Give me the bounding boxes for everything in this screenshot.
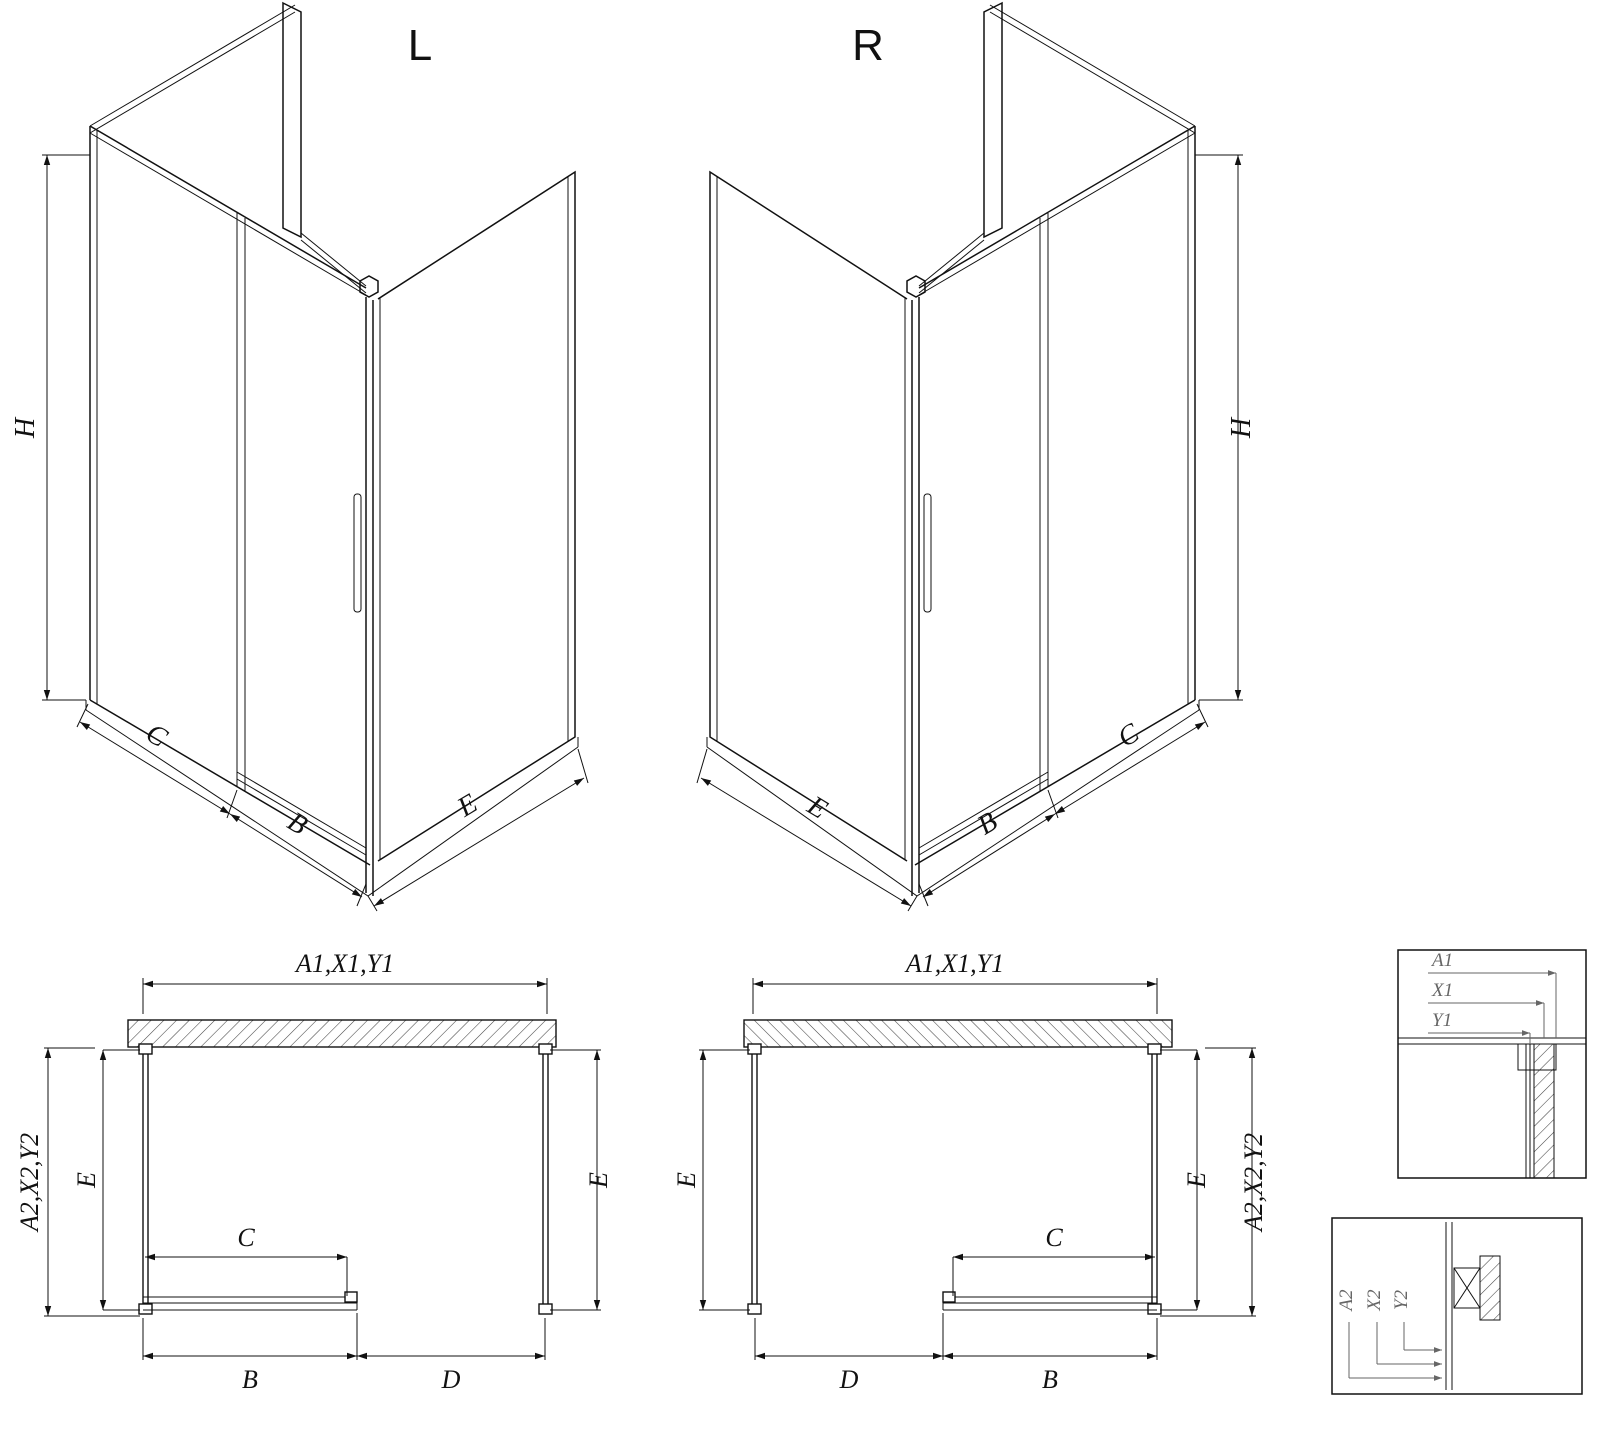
plan-view-left: A1,X1,Y1 A2,X2,Y2 E E C B D (15, 949, 613, 1394)
dim-label-e-left: E (451, 788, 482, 824)
detail-top-profile (1517, 1043, 1557, 1071)
plan-view-right: A1,X1,Y1 E E A2,X2,Y2 C D B (672, 949, 1268, 1394)
detail-bottom-label-y2: Y2 (1391, 1289, 1412, 1310)
iso-view-left: L H C B E (10, 3, 588, 911)
detail-top-label-x1: X1 (1431, 980, 1453, 1001)
plan-dim-e2-right: E (1182, 1172, 1211, 1189)
plan-dim-depth-outer-right: A2,X2,Y2 (1239, 1133, 1268, 1233)
plan-dim-e2-left: E (584, 1172, 613, 1189)
dim-label-b-right: B (972, 806, 1003, 841)
plan-dim-e1-left: E (72, 1172, 101, 1189)
plan-dim-b-left: B (242, 1365, 258, 1394)
detail-view-top: A1 X1 Y1 (1397, 949, 1587, 1179)
variant-label-left: L (408, 21, 432, 70)
plan-dim-c-right: C (1045, 1223, 1063, 1252)
iso-linework-right (697, 3, 1243, 911)
iso-linework-left (42, 3, 588, 911)
detail-bottom-wall-hatch (1479, 1255, 1501, 1321)
plan-dim-depth-outer-left: A2,X2,Y2 (15, 1133, 44, 1233)
detail-view-bottom: A2 X2 Y2 (1331, 1217, 1583, 1395)
detail-bottom-label-x2: X2 (1364, 1289, 1385, 1312)
dim-label-b-left: B (282, 806, 313, 841)
variant-label-right: R (852, 21, 884, 70)
plan-dim-e1-right: E (672, 1172, 701, 1189)
detail-top-border (1397, 949, 1587, 1179)
plan-linework-right (699, 978, 1256, 1360)
plan-linework-left (44, 978, 601, 1360)
dim-label-height-right: H (1226, 416, 1257, 439)
iso-view-right: R H E B C (697, 3, 1257, 911)
plan-dim-c-left: C (237, 1223, 255, 1252)
plan-dim-width-left: A1,X1,Y1 (294, 949, 394, 978)
detail-top-wall-hatch (1533, 1043, 1555, 1179)
plan-dim-width-right: A1,X1,Y1 (904, 949, 1004, 978)
plan-dim-d-left: D (441, 1365, 461, 1394)
detail-top-label-y1: Y1 (1432, 1010, 1452, 1031)
dim-label-e-right: E (801, 790, 832, 826)
plan-dim-b-right: B (1042, 1365, 1058, 1394)
plan-dim-d-right: D (839, 1365, 859, 1394)
detail-bottom-border (1331, 1217, 1583, 1395)
detail-top-label-a1: A1 (1430, 950, 1453, 971)
dim-label-height-left: H (10, 416, 41, 439)
detail-bottom-label-a2: A2 (1336, 1289, 1357, 1313)
